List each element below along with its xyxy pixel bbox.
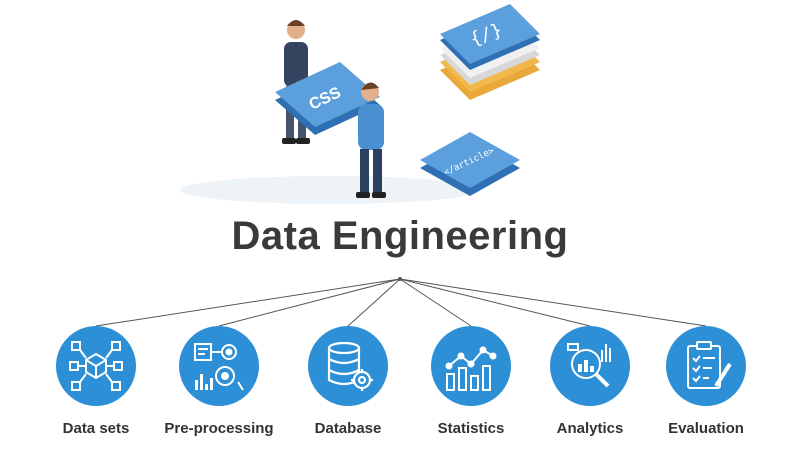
- article-chip: </article>: [420, 132, 520, 196]
- node-label: Evaluation: [668, 420, 744, 437]
- css-chip: CSS: [275, 62, 380, 135]
- node-statistics: Statistics: [416, 326, 526, 437]
- illustration: {/} </article> CSS: [180, 4, 540, 204]
- node-label: Pre-processing: [164, 420, 274, 437]
- code-chip-stack: {/}: [440, 4, 540, 100]
- hub-point: [398, 277, 402, 281]
- node-evaluation: Evaluation: [651, 326, 761, 437]
- node-database: Database: [293, 326, 403, 437]
- page-title: Data Engineering: [231, 214, 569, 258]
- database-gear-icon: [308, 326, 388, 406]
- node-label: Analytics: [556, 420, 624, 437]
- clipboard-checklist-icon: [666, 326, 746, 406]
- node-analytics: Analytics: [535, 326, 645, 437]
- connector-lines: [95, 278, 707, 327]
- magnifier-chart-icon: [550, 326, 630, 406]
- node-label: Data sets: [62, 420, 130, 437]
- node-label: Database: [314, 420, 382, 437]
- node-pre-processing: Pre-processing: [164, 326, 274, 437]
- bar-line-chart-icon: [431, 326, 511, 406]
- node-label: Statistics: [437, 420, 505, 437]
- node-data-sets: Data sets: [41, 326, 151, 437]
- processing-gears-icon: [179, 326, 259, 406]
- person-right: [356, 82, 386, 198]
- network-cube-icon: [56, 326, 136, 406]
